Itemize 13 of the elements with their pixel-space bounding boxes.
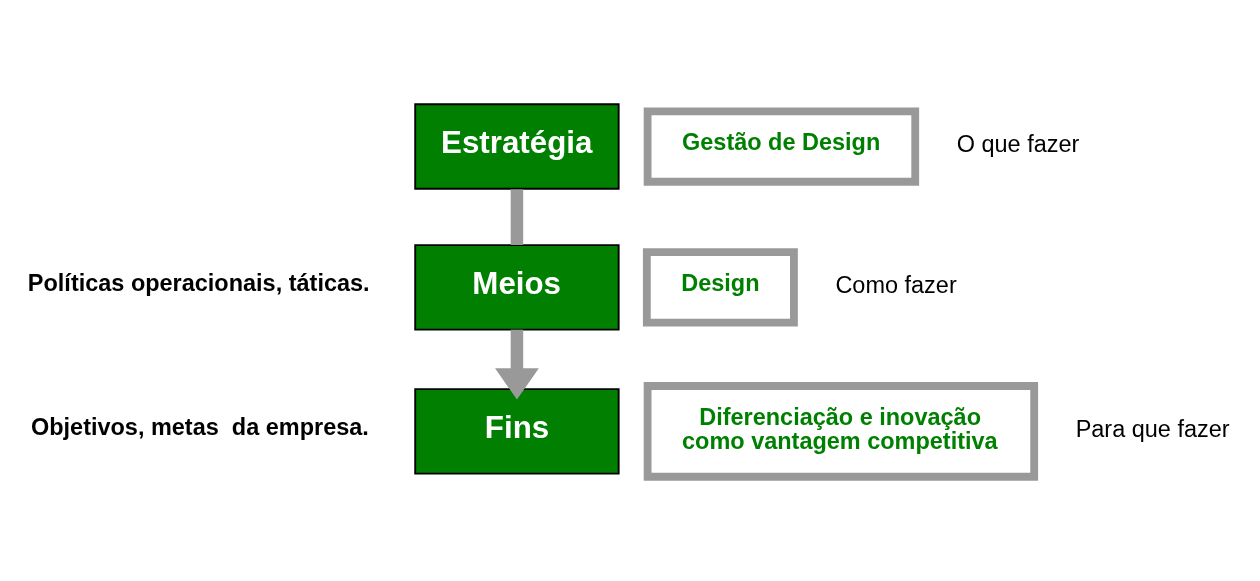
node-box: Gestão de Design (643, 107, 920, 186)
node-box: Diferenciação e inovação como vantagem competitiva (643, 382, 1039, 481)
node-box: Fins (414, 388, 620, 475)
node-label: O que fazer (956, 130, 1080, 157)
arrow (495, 329, 539, 400)
node-box: Design (642, 248, 798, 327)
node-box: Meios (414, 244, 620, 331)
node-box: Estratégia (414, 103, 620, 190)
node-label: Políticas operacionais, táticas. (27, 270, 370, 297)
node-label: Como fazer (835, 271, 957, 298)
node-label: Objetivos, metas da empresa. (30, 414, 369, 441)
node-label: Para que fazer (1075, 415, 1230, 442)
connector (510, 189, 524, 245)
